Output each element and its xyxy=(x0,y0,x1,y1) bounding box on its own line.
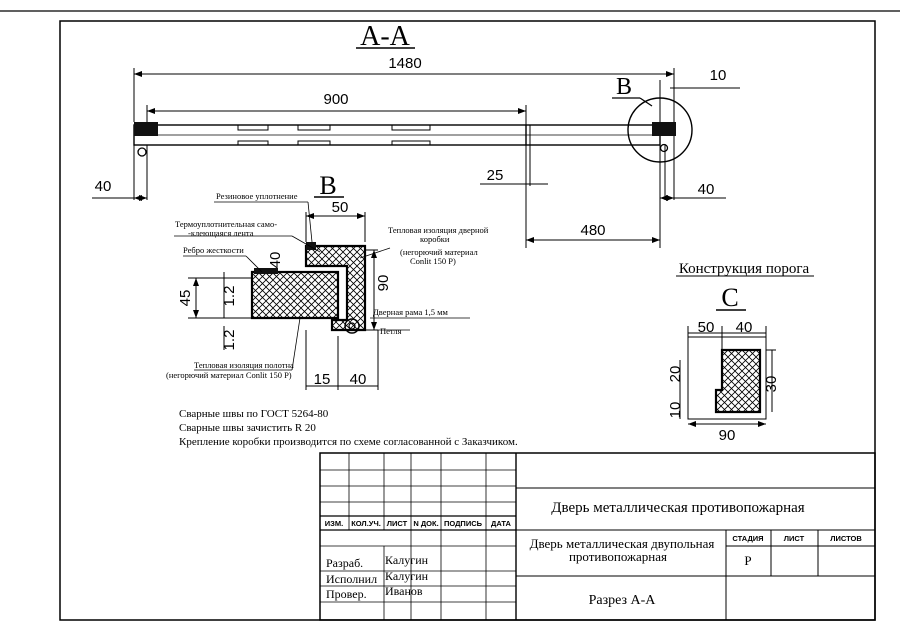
stamp-header-doc: N ДОК. xyxy=(413,519,438,528)
stamp-product-1: Дверь металлическая двупольная xyxy=(530,536,715,551)
dim-b-45: 45 xyxy=(177,290,194,307)
dim-b-12b: 1.2 xyxy=(221,330,238,351)
stamp-name-developer: Калугин xyxy=(385,553,429,567)
stamp-name-checker: Иванов xyxy=(385,584,423,598)
threshold-profile xyxy=(714,348,762,414)
door-leaves xyxy=(133,122,676,248)
stamp-doc-title: Дверь металлическая противопожарная xyxy=(551,500,805,516)
stamp-header-izm: ИЗМ. xyxy=(325,519,343,528)
threshold-detail: Конструкция порога С 50 40 20 10 30 90 xyxy=(667,261,814,444)
threshold-dim-50: 50 xyxy=(698,319,715,336)
label-frame-ins-4: Conlit 150 P) xyxy=(410,256,456,266)
detail-b: В 50 40 90 45 1.2 1.2 15 40 xyxy=(166,171,489,390)
dim-10: 10 xyxy=(710,67,727,84)
stamp-header-date: ДАТА xyxy=(491,519,511,528)
threshold-dim-20: 20 xyxy=(667,366,684,383)
frame-profile xyxy=(304,244,367,332)
note-1: Сварные швы по ГОСТ 5264-80 xyxy=(179,408,329,420)
stamp-role-executor: Исполнил xyxy=(326,572,377,586)
stamp-product-2: противопожарная xyxy=(569,549,667,564)
section-title: А-А xyxy=(360,21,411,52)
stamp-role-developer: Разраб. xyxy=(326,556,363,570)
label-hinge: Петля xyxy=(380,326,402,336)
dim-leaf-right: 480 xyxy=(526,222,660,243)
section-a-a: А-А 1480 900 10 xyxy=(92,21,740,248)
threshold-dim-40: 40 xyxy=(736,319,753,336)
callout-letter: В xyxy=(616,74,632,100)
dim-overall: 1480 xyxy=(133,55,675,122)
dim-b-15: 15 xyxy=(314,371,331,388)
label-frame-ins-1: Тепловая изоляция дверной xyxy=(388,225,489,235)
dim-b-90: 90 xyxy=(375,275,392,292)
label-frame-ins-2: коробки xyxy=(420,234,450,244)
label-frame: Дверная рама 1,5 мм xyxy=(373,307,449,317)
stamp-col-sheet: ЛИСТ xyxy=(784,534,805,543)
stamp-name-executor: Калугин xyxy=(385,569,429,583)
label-leaf-ins-2: (негорючий материал Conlit 150 P) xyxy=(166,370,292,380)
note-2: Сварные швы зачистить R 20 xyxy=(179,422,316,434)
dim-480: 480 xyxy=(580,222,605,239)
stamp-header-sign: ПОДПИСЬ xyxy=(444,519,483,528)
stamp-section-name: Разрез А-А xyxy=(589,593,657,608)
threshold-dim-10: 10 xyxy=(667,402,684,419)
dim-1480: 1480 xyxy=(388,55,421,72)
threshold-heading: Конструкция порога xyxy=(679,261,810,277)
threshold-dim-90: 90 xyxy=(719,427,736,444)
threshold-dim-30: 30 xyxy=(763,376,780,393)
dim-top-right: 10 xyxy=(659,67,740,122)
stamp-col-stage: СТАДИЯ xyxy=(732,534,763,543)
dim-40-left: 40 xyxy=(95,178,112,195)
dim-leaf-left: 900 xyxy=(146,91,527,130)
stamp-stage-value: Р xyxy=(744,553,751,568)
label-leaf-ins-1: Тепловая изоляция полотна xyxy=(194,360,294,370)
dim-40-right: 40 xyxy=(698,181,715,198)
dim-b-50: 50 xyxy=(332,199,349,216)
leaf-profile xyxy=(250,270,340,320)
note-3: Крепление коробки производится по схеме … xyxy=(179,436,518,448)
stamp-header-kolvo: КОЛ.УЧ. xyxy=(351,519,381,528)
notes: Сварные швы по ГОСТ 5264-80 Сварные швы … xyxy=(179,408,518,448)
dim-900: 900 xyxy=(323,91,348,108)
stamp-role-checker: Провер. xyxy=(326,587,367,601)
dim-25: 25 xyxy=(487,167,504,184)
dim-b-12a: 1.2 xyxy=(221,286,238,307)
title-block: ИЗМ. КОЛ.УЧ. ЛИСТ N ДОК. ПОДПИСЬ ДАТА Ра… xyxy=(319,452,876,621)
stamp-header-list: ЛИСТ xyxy=(387,519,408,528)
sheet-frame xyxy=(0,10,900,621)
threshold-title: С xyxy=(721,283,738,312)
label-rib: Ребро жесткости xyxy=(183,245,244,255)
label-tape-1: Термоуплотнительная само- xyxy=(175,219,277,229)
dim-gap: 25 xyxy=(480,167,548,185)
label-frame-ins-3: (негорючий материал xyxy=(400,247,478,257)
dim-edge-right: 40 xyxy=(660,181,726,201)
callout-b: В xyxy=(612,74,693,163)
stamp-col-sheets: ЛИСТОВ xyxy=(830,534,862,543)
detail-b-title: В xyxy=(319,171,336,200)
label-tape-2: -клеющаяся лента xyxy=(188,228,254,238)
dim-b-40b: 40 xyxy=(350,371,367,388)
dim-b-40: 40 xyxy=(267,252,284,269)
label-seal: Резиновое уплотнение xyxy=(216,191,298,201)
dim-edge-left: 40 xyxy=(92,178,147,201)
